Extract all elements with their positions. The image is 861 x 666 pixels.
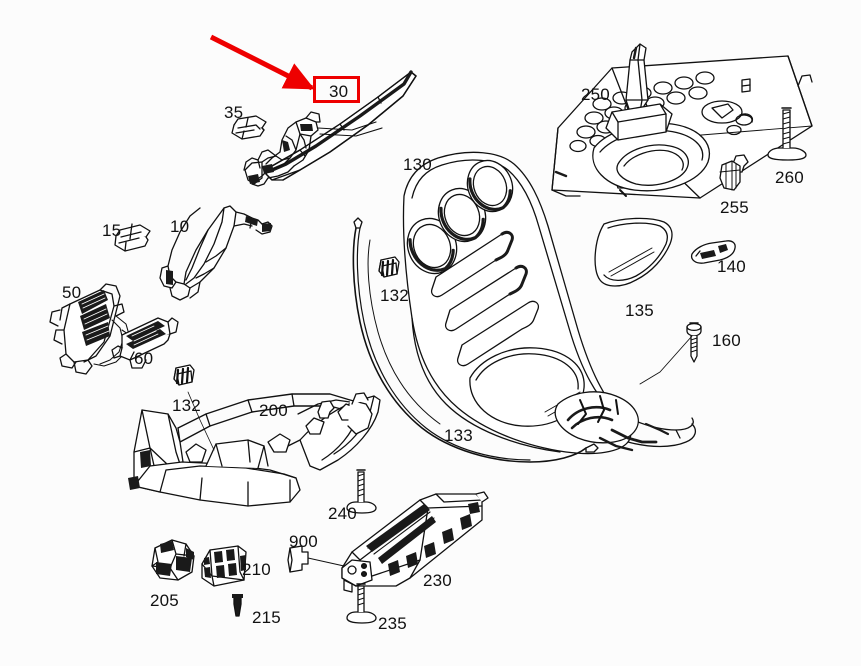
callout-130: 130 (403, 155, 432, 174)
part-250-shape (551, 43, 813, 199)
callout-205: 205 (150, 591, 179, 610)
callout-200: 200 (259, 401, 288, 420)
callout-50: 50 (62, 283, 82, 302)
callout-35: 35 (224, 103, 244, 122)
part-35-shape (231, 115, 267, 140)
callout-132-low: 132 (172, 396, 201, 415)
callout-132-up: 132 (380, 286, 409, 305)
part-130-shape (402, 151, 697, 455)
callout-250: 250 (581, 85, 610, 104)
part-215-shape (232, 594, 243, 617)
callout-230: 230 (423, 571, 452, 590)
console-vent-rings (406, 159, 514, 275)
part-240-shape (346, 469, 377, 514)
callout-60: 60 (134, 349, 154, 368)
part-210-shape (201, 545, 247, 587)
callout-215: 215 (252, 608, 281, 627)
part-200-shape (128, 391, 381, 507)
part-50-shape (49, 283, 131, 375)
part-900-shape (287, 545, 345, 573)
callout-160: 160 (712, 331, 741, 350)
callout-900: 900 (289, 532, 318, 551)
highlight-box-part-30[interactable] (313, 76, 360, 103)
part-133-shape (352, 217, 599, 463)
part-160-shape (639, 322, 702, 385)
callout-135: 135 (625, 301, 654, 320)
callout-10: 10 (170, 217, 190, 236)
part-132-lower-shape (173, 364, 195, 386)
part-205-shape (151, 539, 195, 581)
part-30-bracket (243, 111, 383, 187)
callout-240: 240 (328, 504, 357, 523)
callout-30: 30 (329, 82, 349, 101)
callout-255: 255 (720, 198, 749, 217)
callout-210: 210 (242, 560, 271, 579)
callout-235: 235 (378, 614, 407, 633)
callout-15: 15 (102, 221, 122, 240)
part-60-shape (111, 317, 179, 369)
callout-133: 133 (444, 426, 473, 445)
part-235-shape (346, 583, 377, 624)
console-slot-openings (430, 230, 540, 367)
part-140-shape (690, 240, 736, 264)
part-135-shape (594, 217, 673, 287)
part-15-shape (114, 223, 151, 252)
part-260-shape (767, 107, 807, 161)
part-10-shape (159, 205, 273, 301)
callout-140: 140 (717, 257, 746, 276)
callout-260: 260 (775, 168, 804, 187)
part-132-upper-shape (378, 256, 400, 278)
part-230-shape (341, 491, 489, 593)
part-255-shape (719, 160, 741, 191)
